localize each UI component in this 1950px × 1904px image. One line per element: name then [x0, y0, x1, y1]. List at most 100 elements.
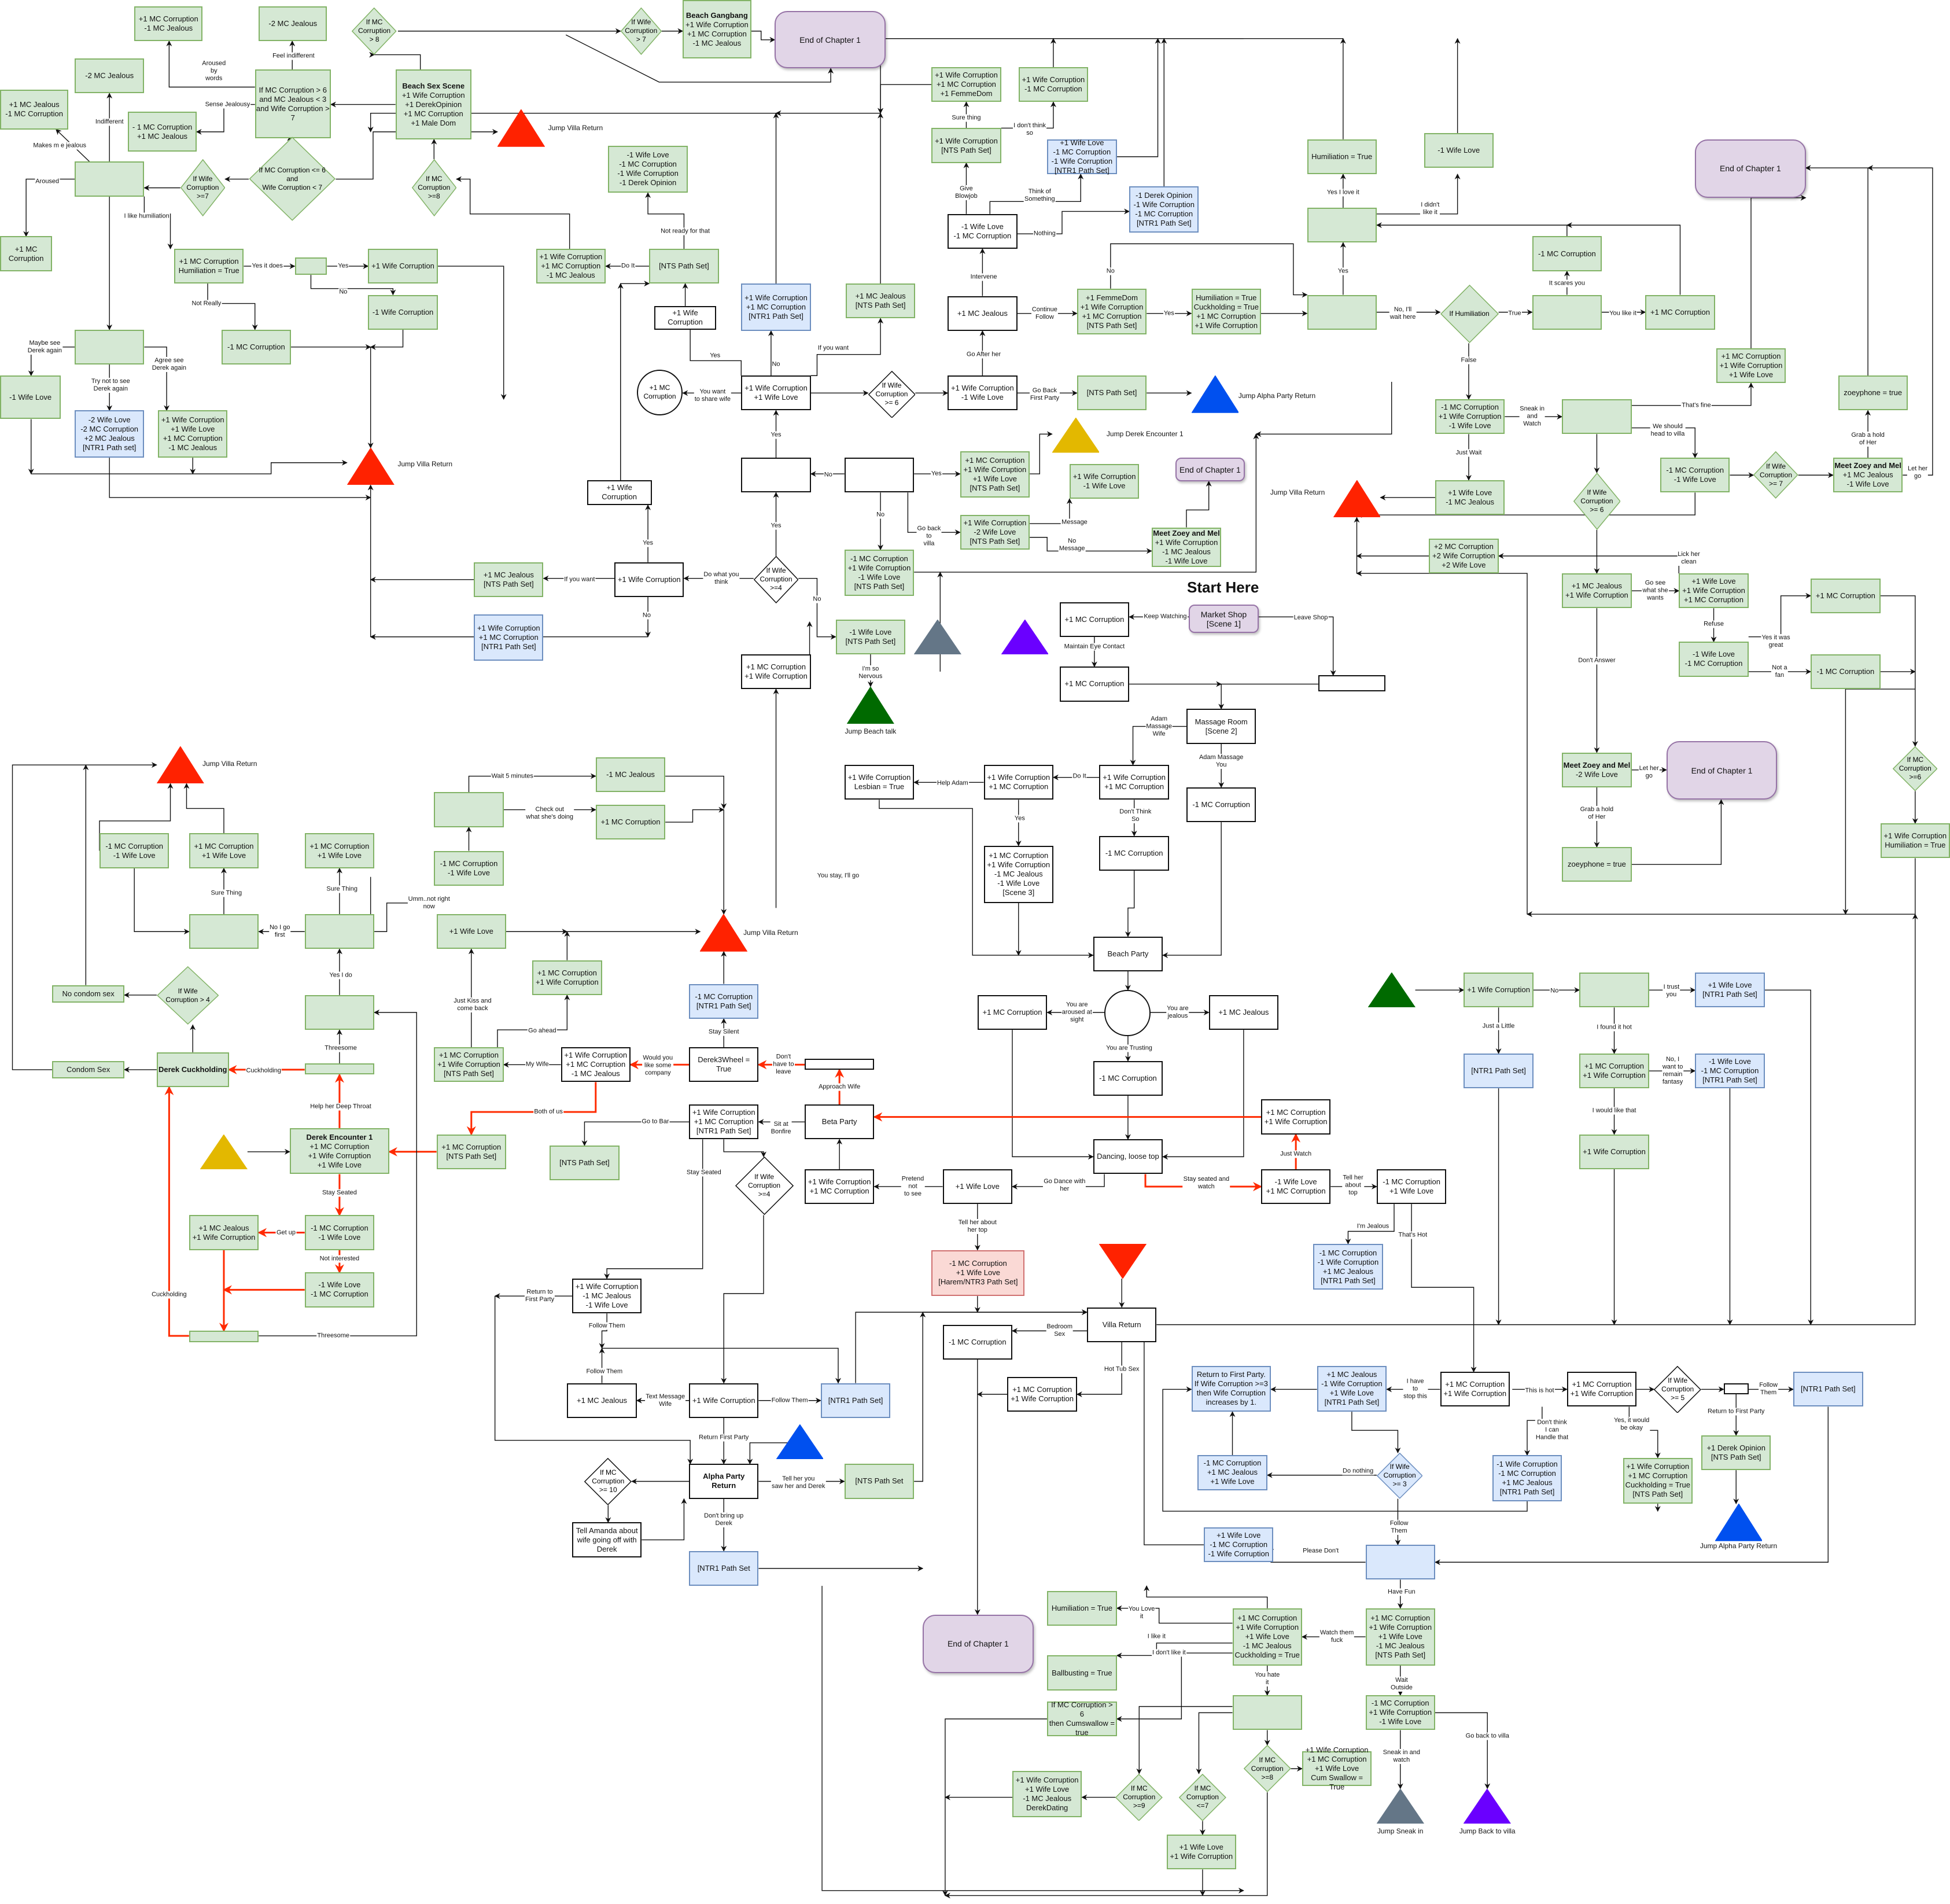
effect-box-n181[interactable]: +1 MC Corruption +1 Wife Corruption +1 W… — [1232, 1608, 1302, 1666]
effect-box-n124[interactable]: -1 MC Jealous — [595, 757, 666, 793]
end-chapter-box-n69[interactable]: End of Chapter 1 — [1175, 458, 1245, 481]
effect-box-n146[interactable]: +1 Wife Corruption -1 MC Jealous -1 Wife… — [572, 1279, 642, 1314]
effect-box-n148[interactable]: +1 Wife Corruption — [689, 1383, 759, 1418]
path-box-n149[interactable]: [NTR1 Path Set] — [820, 1383, 891, 1418]
condition-diamond-n4[interactable]: If Wife Corruption > 7 — [621, 8, 662, 55]
condition-diamond-n92[interactable]: If MC Corruption >=6 — [1893, 746, 1937, 791]
effect-box-n112[interactable]: -1 MC Corruption -1 Wife Corruption +1 M… — [1313, 1243, 1383, 1290]
condition-diamond-n189[interactable]: If MC Corruption <=7 — [1179, 1774, 1226, 1821]
effect-box-n131[interactable]: +1 MC Corruption +1 Wife Love — [189, 833, 259, 868]
condition-diamond-n3[interactable]: If MC Corruption > 8 — [352, 8, 396, 55]
effect-box-n128[interactable]: +1 Wife Love — [436, 914, 506, 949]
effect-box-n55[interactable]: +1 MC Corruption +1 Wife Corruption +1 W… — [1716, 348, 1786, 384]
scene-box-n101[interactable]: Beach Party — [1093, 936, 1163, 972]
effect-box-n117[interactable]: -1 MC Corruption [NTR1 Path Set] — [689, 984, 759, 1019]
effect-box-n102[interactable]: +1 MC Corruption — [977, 995, 1048, 1030]
choice-box-n160[interactable] — [1579, 973, 1649, 1008]
effect-box-n46[interactable]: Humiliation = True — [1307, 139, 1377, 174]
effect-box-n169[interactable]: +1 MC Corruption +1 Wife Corruption — [1566, 1372, 1637, 1407]
effect-box-n59[interactable]: -1 MC Corruption -1 Wife Love — [1660, 458, 1730, 493]
effect-circle-n41[interactable]: +1 MC Corruption — [636, 369, 683, 416]
effect-box-n164[interactable]: -1 Wife Love -1 MC Corruption [NTR1 Path… — [1695, 1053, 1765, 1089]
effect-box-n157[interactable]: +1 MC Corruption +1 Wife Corruption — [1007, 1376, 1077, 1412]
jump-marker-u1[interactable] — [914, 619, 961, 654]
effect-box-n147[interactable]: +1 MC Jealous — [567, 1383, 637, 1418]
choice-box-n18[interactable] — [294, 257, 327, 275]
path-box-n162[interactable]: [NTR1 Path Set] — [1464, 1053, 1534, 1089]
effect-box-n16[interactable]: +1 MC Corruption — [0, 236, 53, 271]
path-box-n153[interactable]: [NTS Path Set — [844, 1464, 915, 1499]
effect-box-n73[interactable]: +1 MC Jealous [NTS Path Set] — [474, 562, 544, 597]
effect-box-n121[interactable]: +1 Wife Corruption +1 MC Corruption -1 M… — [561, 1047, 631, 1082]
effect-box-n165[interactable]: +1 Wife Corruption — [1579, 1134, 1649, 1169]
effect-box-n161[interactable]: +1 Wife Love [NTR1 Path Set] — [1695, 973, 1765, 1008]
jump-marker-j2[interactable] — [346, 447, 395, 485]
scene-box-n113[interactable]: Beta Party — [804, 1104, 875, 1140]
effect-box-n35[interactable]: +1 Wife Love -1 MC Corruption -1 Wife Co… — [1047, 138, 1117, 175]
choice-box-n49[interactable] — [1307, 294, 1377, 330]
jump-marker-j1[interactable] — [497, 109, 545, 147]
effect-box-n186[interactable]: If MC Corruption > 6 then Cumswallow = t… — [1047, 1700, 1117, 1737]
effect-box-n81[interactable]: +1 MC Corruption — [1059, 666, 1130, 702]
choice-box-n134[interactable] — [304, 914, 375, 949]
choice-box-n82[interactable] — [1318, 675, 1385, 692]
effect-box-n163[interactable]: +1 MC Corruption +1 Wife Corruption — [1579, 1053, 1649, 1089]
path-box-n154[interactable]: [NTR1 Path Set — [689, 1551, 759, 1586]
scene-box-n106[interactable]: Dancing, loose top — [1093, 1139, 1163, 1174]
effect-box-n97[interactable]: +1 Wife Corruption Lesbian = True — [844, 765, 915, 800]
choice-box-n115[interactable] — [804, 1058, 875, 1070]
effect-box-n67[interactable]: +1 MC Corruption +1 Wife Corruption +1 W… — [960, 451, 1030, 498]
jump-marker-j9[interactable] — [1715, 1504, 1763, 1541]
path-box-n120[interactable]: [NTS Path Set] — [550, 1146, 620, 1181]
effect-box-n52[interactable]: -1 MC Corruption — [1532, 236, 1602, 271]
end-chapter-box-n6[interactable]: End of Chapter 1 — [775, 11, 886, 69]
effect-box-n68[interactable]: +1 Wife Corruption -1 Wife Love — [1069, 463, 1140, 499]
effect-box-n187[interactable]: +1 Wife Corruption +1 Wife Love -1 MC Je… — [1012, 1771, 1082, 1817]
effect-box-n109[interactable]: +1 MC Corruption +1 Wife Corruption — [1260, 1099, 1331, 1135]
effect-box-n30[interactable]: +1 Wife Corruption +1 MC Corruption [NTR… — [741, 283, 811, 331]
condition-diamond-n43[interactable]: If Wife Corruption >= 6 — [868, 371, 916, 418]
choice-box-n179[interactable] — [1365, 1545, 1435, 1580]
condition-diamond-n60[interactable]: If Wife Corruption >= 7 — [1753, 451, 1798, 499]
condition-diamond-n151[interactable]: If MC Corruption >= 10 — [584, 1458, 632, 1505]
choice-box-n66[interactable] — [844, 458, 915, 493]
condition-diamond-n119[interactable]: If Wife Corruption >=4 — [735, 1157, 794, 1215]
choice-box-n184[interactable] — [1232, 1695, 1302, 1730]
condition-box-n8[interactable]: If MC Corruption > 6 and MC Jealous < 3 … — [255, 69, 331, 138]
effect-box-n76[interactable]: -1 Wife Love [NTS Path Set] — [835, 619, 906, 654]
effect-box-n175[interactable]: -1 Wife Corruption -1 MC Corruption +1 M… — [1492, 1455, 1562, 1501]
choice-box-n22[interactable] — [74, 329, 145, 364]
effect-box-n34[interactable]: +1 Wife Corruption [NTS Path Set] — [931, 128, 1001, 163]
effect-box-n138[interactable]: Condom Sex — [52, 1060, 124, 1078]
effect-box-n91[interactable]: zoeyphone = true — [1562, 847, 1632, 882]
effect-box-n20[interactable]: -1 Wife Corruption — [368, 294, 438, 330]
effect-box-n37[interactable]: -1 Wife Love -1 MC Corruption — [948, 213, 1018, 249]
effect-box-n166[interactable]: Return to First Party. If Wife Corruptio… — [1191, 1365, 1271, 1412]
effect-box-n19[interactable]: +1 Wife Corruption — [368, 248, 438, 284]
choice-circle-n103[interactable] — [1104, 990, 1151, 1036]
effect-box-n182[interactable]: +1 MC Corruption +1 Wife Corruption +1 W… — [1365, 1608, 1435, 1666]
effect-box-n111[interactable]: -1 MC Corruption +1 Wife Love — [1376, 1169, 1447, 1205]
effect-box-n129[interactable]: +1 MC Corruption +1 Wife Corruption — [532, 960, 602, 995]
condition-diamond-n50[interactable]: If Humiliation — [1440, 285, 1499, 343]
choice-box-n171[interactable] — [1723, 1383, 1749, 1394]
effect-box-n176[interactable]: +1 Wife Corruption +1 MC Corruption Cuck… — [1623, 1457, 1693, 1504]
effect-box-n96[interactable]: +1 Wife Corruption +1 MC Corruption — [983, 765, 1053, 800]
jump-marker-j3[interactable] — [1191, 375, 1239, 413]
effect-box-n42[interactable]: +1 Wife Corruption +1 Wife Love — [741, 375, 811, 411]
condition-diamond-n13[interactable]: If Wife Corruption >=7 — [180, 159, 225, 216]
effect-box-n47[interactable]: -1 Wife Love — [1424, 133, 1494, 168]
effect-box-n180[interactable]: Humiliation = True — [1047, 1590, 1117, 1626]
condition-diamond-n188[interactable]: If MC Corruption >=9 — [1115, 1774, 1163, 1821]
effect-box-n38[interactable]: +1 MC Jealous — [948, 296, 1018, 331]
condition-diamond-n15[interactable]: If MC Corruption >=8 — [412, 159, 456, 216]
condition-diamond-n75[interactable]: If Wife Corruption >=4 — [754, 556, 798, 603]
effect-box-n23[interactable]: -1 Wife Love — [0, 375, 61, 419]
choice-box-n133[interactable] — [189, 914, 259, 949]
effect-box-n88[interactable]: -1 MC Corruption — [1811, 654, 1881, 690]
effect-box-n130[interactable]: -1 MC Corruption -1 Wife Love — [99, 833, 169, 868]
condition-diamond-n136[interactable]: If Wife Corruption > 4 — [157, 966, 219, 1025]
jump-marker-u5[interactable] — [776, 1424, 824, 1459]
choice-box-n145[interactable] — [189, 1331, 259, 1342]
jump-marker-u3[interactable] — [1367, 973, 1415, 1008]
